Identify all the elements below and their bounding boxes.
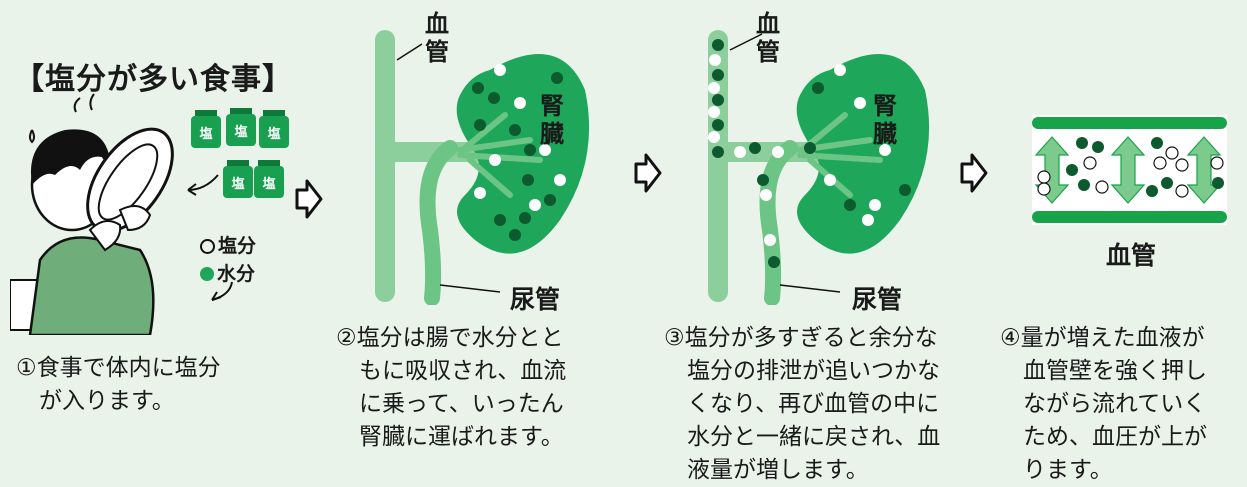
ureter-label: 尿管 xyxy=(510,285,561,314)
step-2-caption: ②塩分は腸で水分とと もに吸収され、血流 に乗って、いったん 腎臓に運ばれます。 xyxy=(336,325,567,450)
blood-vessel xyxy=(375,30,395,302)
ureter xyxy=(759,140,798,305)
step-4-caption: ④量が増えた血液が 血管壁を強く押し ながら流れていく ため、血圧が上が ります… xyxy=(1000,325,1207,483)
legend-salt: 塩分 xyxy=(200,232,256,260)
ureter xyxy=(419,140,458,305)
green-dot-icon xyxy=(200,267,214,281)
kidney-diagram-3 xyxy=(708,30,930,305)
step-1-caption: ①食事で体内に塩分 が入ります。 xyxy=(16,355,221,414)
svg-text:塩: 塩 xyxy=(231,176,244,192)
arrow-right-icon xyxy=(960,153,988,193)
salt-bottles-icon: 塩 塩 塩 塩 塩 xyxy=(191,108,289,198)
person-eating-illustration: 塩 塩 塩 塩 塩 xyxy=(10,93,289,335)
arrow-right-icon xyxy=(634,153,662,193)
legend: 塩分 水分 xyxy=(200,232,256,288)
vessel-label: 血管 xyxy=(756,10,780,66)
vessel-wall-top xyxy=(1032,117,1227,129)
kidney xyxy=(456,54,590,254)
kidney xyxy=(796,54,930,254)
vessel-wall-bottom xyxy=(1032,211,1227,223)
kidney-label: 腎臓 xyxy=(540,92,564,148)
svg-text:塩: 塩 xyxy=(199,126,212,142)
kidney-label: 腎臓 xyxy=(873,92,897,148)
legend-water: 水分 xyxy=(200,260,256,288)
blood-vessel-label: 血管 xyxy=(1106,241,1157,270)
ureter-label: 尿管 xyxy=(852,285,903,314)
step-3-caption: ③塩分が多すぎると余分な 塩分の排泄が追いつかな くなり、再び血管の中に 水分と… xyxy=(664,325,941,483)
arrow-right-icon xyxy=(295,179,323,219)
diagram-title: 【塩分が多い食事】 xyxy=(14,62,293,97)
vessel-section-diagram xyxy=(1032,115,1227,225)
kidney-diagram-2 xyxy=(375,30,590,305)
svg-text:塩: 塩 xyxy=(267,126,280,142)
svg-text:塩: 塩 xyxy=(262,176,275,192)
svg-text:塩: 塩 xyxy=(234,124,247,140)
vessel-label: 血管 xyxy=(425,10,449,66)
person-body xyxy=(28,236,155,335)
white-dot-icon xyxy=(200,238,215,254)
